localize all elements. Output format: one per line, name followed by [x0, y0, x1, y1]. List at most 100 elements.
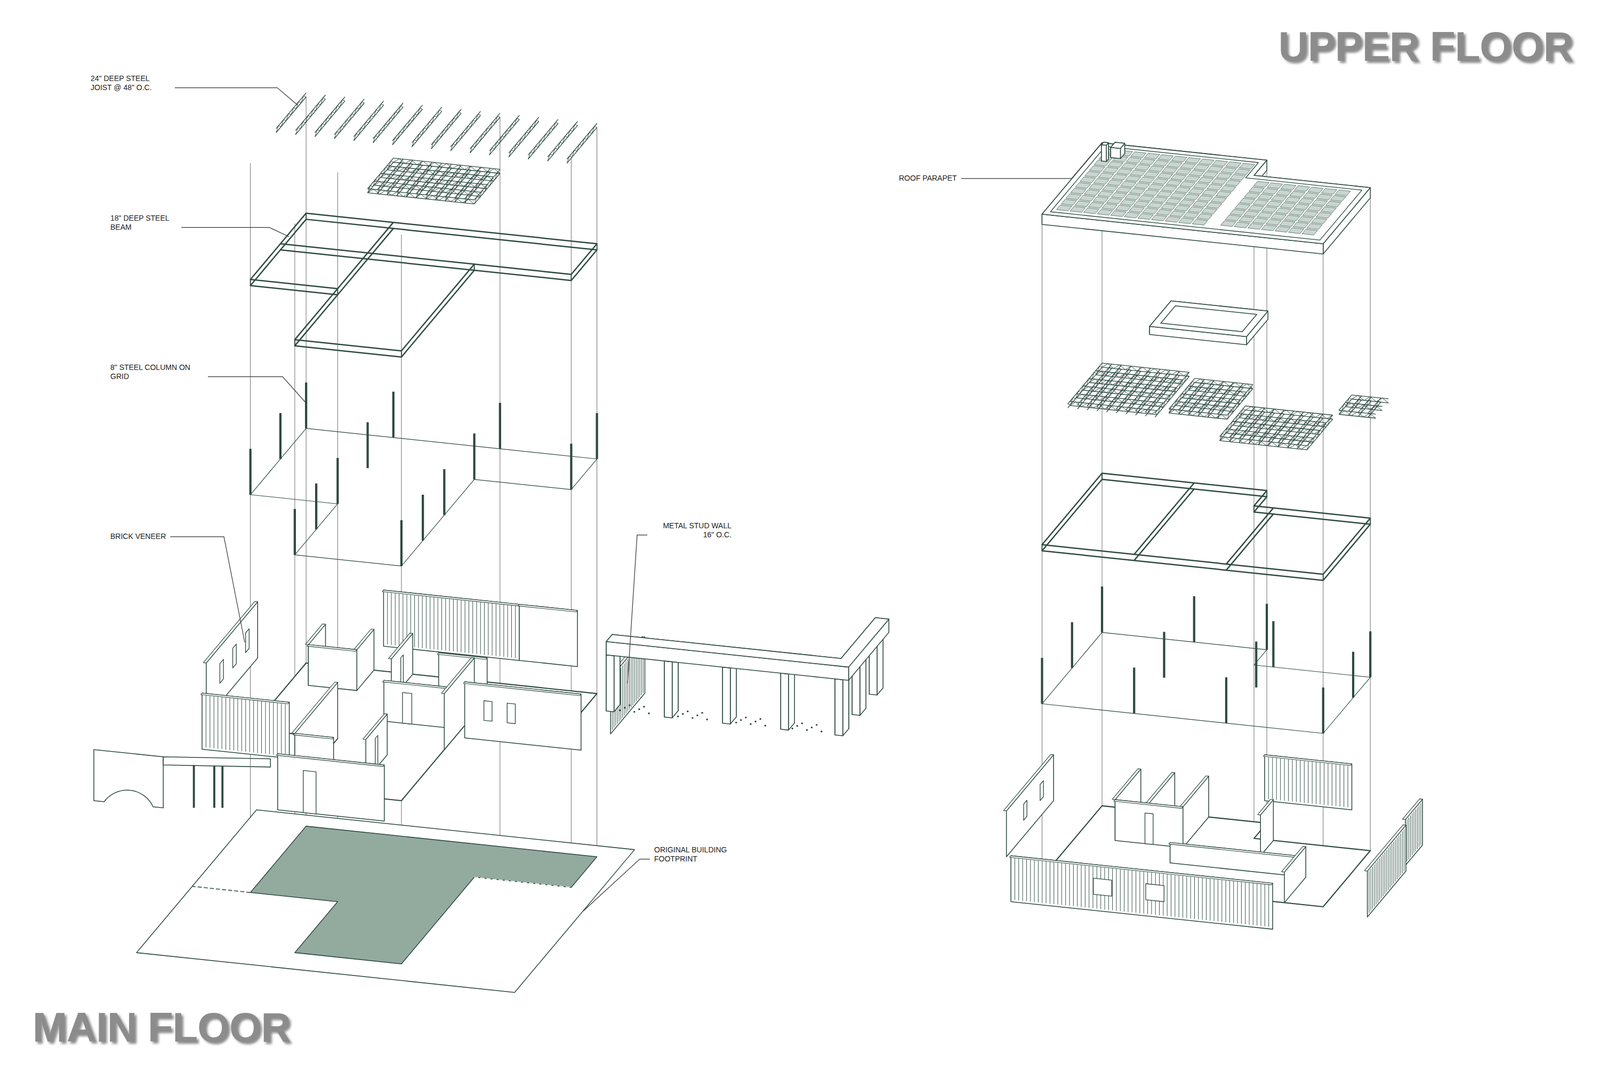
metal-stud: [1135, 871, 1137, 913]
solar-panel: [1139, 158, 1155, 165]
metal-stud: [217, 696, 219, 750]
solar-panel: [1325, 200, 1341, 207]
metal-stud-wall: [202, 693, 290, 759]
steel-beam: [1101, 473, 1103, 480]
metal-stud: [390, 592, 392, 646]
solar-panel: [1143, 189, 1159, 196]
metal-stud: [1304, 761, 1305, 803]
solar-panel: [1270, 213, 1286, 220]
steel-beam: [294, 339, 296, 346]
steel-column: [1162, 631, 1165, 678]
steel-joist: [1368, 400, 1381, 415]
ground-hatch: [642, 705, 645, 708]
solar-panel: [1289, 191, 1306, 198]
guide-line: [1370, 197, 1371, 851]
metal-stud: [1373, 864, 1375, 907]
solar-panel: [1179, 181, 1196, 188]
metal-stud: [1299, 760, 1301, 803]
solar-panel: [1261, 224, 1277, 231]
solar-panel: [1120, 199, 1136, 206]
metal-stud: [1131, 870, 1133, 913]
metal-stud: [1209, 879, 1211, 921]
solar-panel: [1307, 187, 1324, 194]
window: [484, 700, 493, 721]
steel-beam: [596, 243, 598, 250]
metal-stud-wall: [1367, 825, 1406, 918]
solar-panel: [1243, 211, 1260, 217]
metal-stud: [1115, 869, 1117, 911]
ground-hatch: [691, 717, 694, 719]
solar-panel: [1284, 215, 1300, 222]
metal-stud: [417, 596, 419, 649]
leader-line: [961, 142, 1103, 179]
solar-panel: [1124, 212, 1140, 219]
solar-panel: [1175, 168, 1192, 175]
solar-panel: [1137, 213, 1154, 220]
solar-panel: [1280, 202, 1296, 209]
steel-joist: [1351, 399, 1389, 404]
roof-equipment: [1101, 145, 1107, 163]
solar-panel: [1092, 196, 1109, 203]
solar-panel: [1303, 192, 1319, 199]
steel-beam: [1322, 574, 1324, 581]
solar-panel: [1321, 188, 1338, 195]
metal-stud: [630, 655, 632, 708]
solar-panel: [1244, 192, 1260, 199]
solar-panel: [1216, 173, 1232, 180]
solar-panel: [1111, 192, 1127, 199]
solar-panel: [1192, 200, 1209, 207]
solar-panel: [1212, 160, 1228, 167]
solar-panel: [1207, 184, 1223, 191]
steel-joist: [1175, 401, 1234, 412]
metal-stud: [441, 598, 442, 651]
solar-panel: [1229, 174, 1246, 181]
metal-stud: [1389, 846, 1391, 888]
metal-stud-wall: [1402, 799, 1423, 820]
steel-beam: [1226, 508, 1274, 565]
site-outline: [136, 809, 635, 993]
wall: [1112, 768, 1141, 800]
guide-line: [1322, 253, 1324, 907]
steel-column: [249, 448, 252, 495]
solar-panel: [1225, 161, 1242, 168]
solar-panel: [1211, 178, 1227, 185]
metal-stud: [253, 700, 254, 753]
wall: [1168, 842, 1306, 859]
solar-panel: [1183, 212, 1199, 219]
brick-veneer: [1010, 855, 1273, 930]
steel-column: [1132, 667, 1136, 714]
solar-panel: [1257, 212, 1273, 219]
solar-panel: [1133, 200, 1149, 207]
view-title: UPPER FLOOR: [1278, 23, 1573, 70]
ground-hatch: [744, 716, 747, 719]
solar-panel: [1089, 165, 1105, 172]
solar-panel: [1075, 182, 1091, 189]
metal-stud: [1331, 764, 1333, 806]
solar-panel: [1252, 199, 1269, 206]
metal-stud: [1143, 871, 1145, 914]
metal-stud: [1069, 864, 1071, 906]
metal-stud: [445, 598, 446, 651]
solar-panel: [1153, 160, 1169, 167]
metal-stud: [1396, 837, 1398, 880]
metal-stud: [1386, 850, 1387, 892]
solar-panel: [1097, 209, 1113, 216]
solar-panel: [1193, 164, 1210, 171]
metal-stud: [1320, 762, 1321, 805]
door-opening: [402, 692, 412, 725]
wall: [363, 713, 388, 740]
wall: [293, 733, 334, 740]
ground-hatch: [705, 718, 708, 721]
solar-panel: [1262, 188, 1278, 195]
metal-stud: [209, 696, 211, 749]
metal-stud: [1264, 884, 1266, 927]
steel-joist: [1182, 394, 1241, 405]
door-opening: [1145, 813, 1154, 845]
metal-stud: [433, 597, 434, 650]
solar-panel: [1098, 172, 1114, 179]
wall: [276, 753, 384, 767]
metal-stud: [1380, 856, 1382, 899]
solar-panel: [1229, 209, 1246, 216]
metal-stud: [1139, 871, 1140, 914]
window: [219, 659, 224, 684]
